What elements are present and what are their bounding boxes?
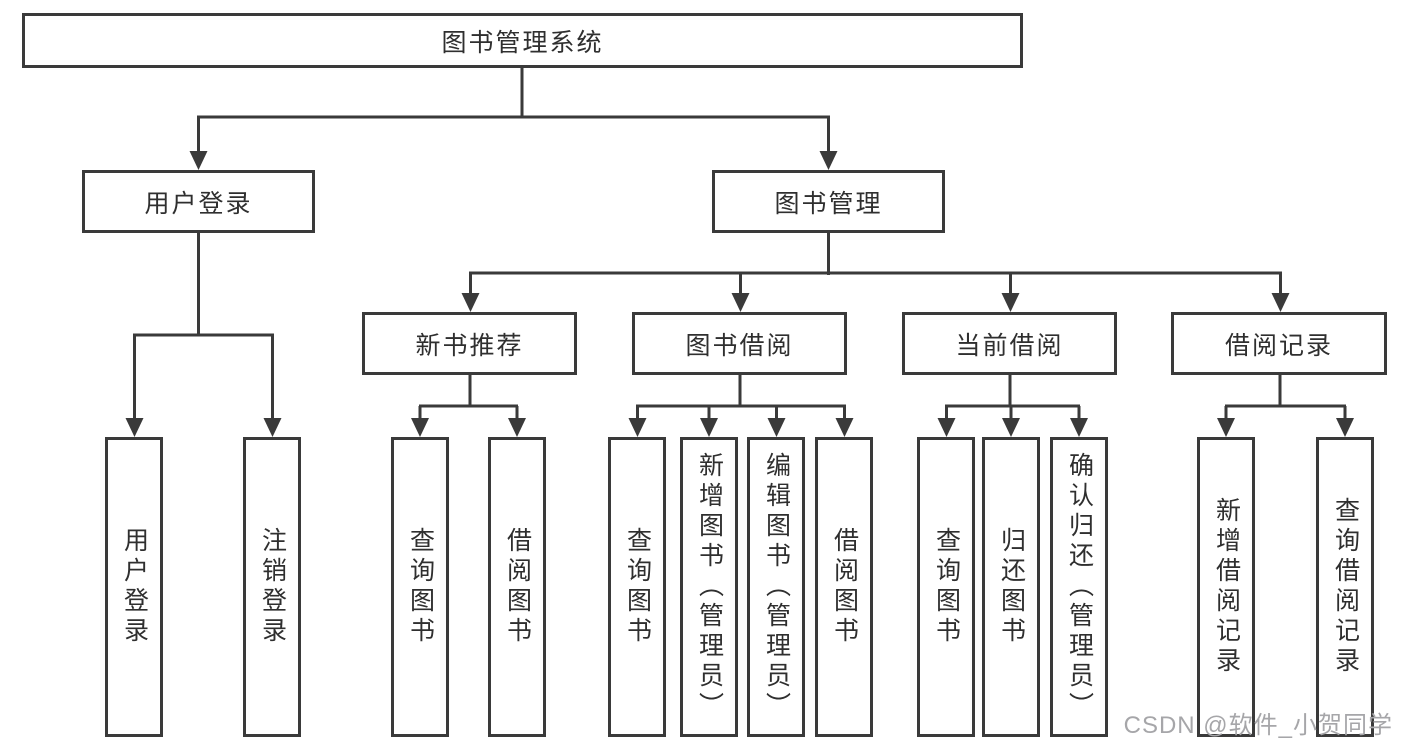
leaf-label: 借阅图书 [830, 527, 859, 647]
leaf-query-books-borrow: 查询图书 [608, 437, 666, 737]
leaf-borrow-books-recommend: 借阅图书 [488, 437, 546, 737]
node-label: 借阅记录 [1224, 331, 1333, 360]
leaf-label: 查询图书 [623, 527, 652, 647]
watermark: CSDN @软件_小贺同学 [1123, 712, 1393, 739]
node-label: 用户登录 [144, 189, 253, 218]
leaf-query-borrow-record: 查询借阅记录 [1316, 437, 1374, 737]
leaf-label: 编辑图书（管理员） [762, 452, 791, 722]
node-label: 图书借阅 [685, 331, 794, 360]
leaf-label: 查询借阅记录 [1331, 497, 1360, 677]
leaf-edit-book-admin: 编辑图书（管理员） [747, 437, 805, 737]
node-root-system: 图书管理系统 [22, 13, 1023, 68]
leaf-add-borrow-record: 新增借阅记录 [1197, 437, 1255, 737]
node-label: 当前借阅 [955, 331, 1064, 360]
node-new-book-recommend: 新书推荐 [362, 312, 577, 375]
node-label: 新书推荐 [415, 331, 524, 360]
leaf-user-login: 用户登录 [105, 437, 163, 737]
leaf-label: 新增借阅记录 [1212, 497, 1241, 677]
node-book-borrow: 图书借阅 [632, 312, 847, 375]
leaf-label: 查询图书 [932, 527, 961, 647]
node-book-management: 图书管理 [712, 170, 945, 233]
leaf-query-books-recommend: 查询图书 [391, 437, 449, 737]
leaf-label: 注销登录 [258, 527, 287, 647]
leaf-label: 用户登录 [120, 527, 149, 647]
node-label: 图书管理系统 [441, 28, 604, 57]
leaf-confirm-return-admin: 确认归还（管理员） [1050, 437, 1108, 737]
leaf-label: 借阅图书 [503, 527, 532, 647]
leaf-label: 归还图书 [997, 527, 1026, 647]
leaf-label: 确认归还（管理员） [1065, 452, 1094, 722]
leaf-add-book-admin: 新增图书（管理员） [680, 437, 738, 737]
leaf-label: 查询图书 [406, 527, 435, 647]
leaf-label: 新增图书（管理员） [695, 452, 724, 722]
node-current-borrow: 当前借阅 [902, 312, 1117, 375]
leaf-return-book: 归还图书 [982, 437, 1040, 737]
node-borrow-records: 借阅记录 [1171, 312, 1387, 375]
leaf-query-books-current: 查询图书 [917, 437, 975, 737]
leaf-logout: 注销登录 [243, 437, 301, 737]
node-user-login: 用户登录 [82, 170, 315, 233]
leaf-borrow-books: 借阅图书 [815, 437, 873, 737]
node-label: 图书管理 [774, 189, 883, 218]
